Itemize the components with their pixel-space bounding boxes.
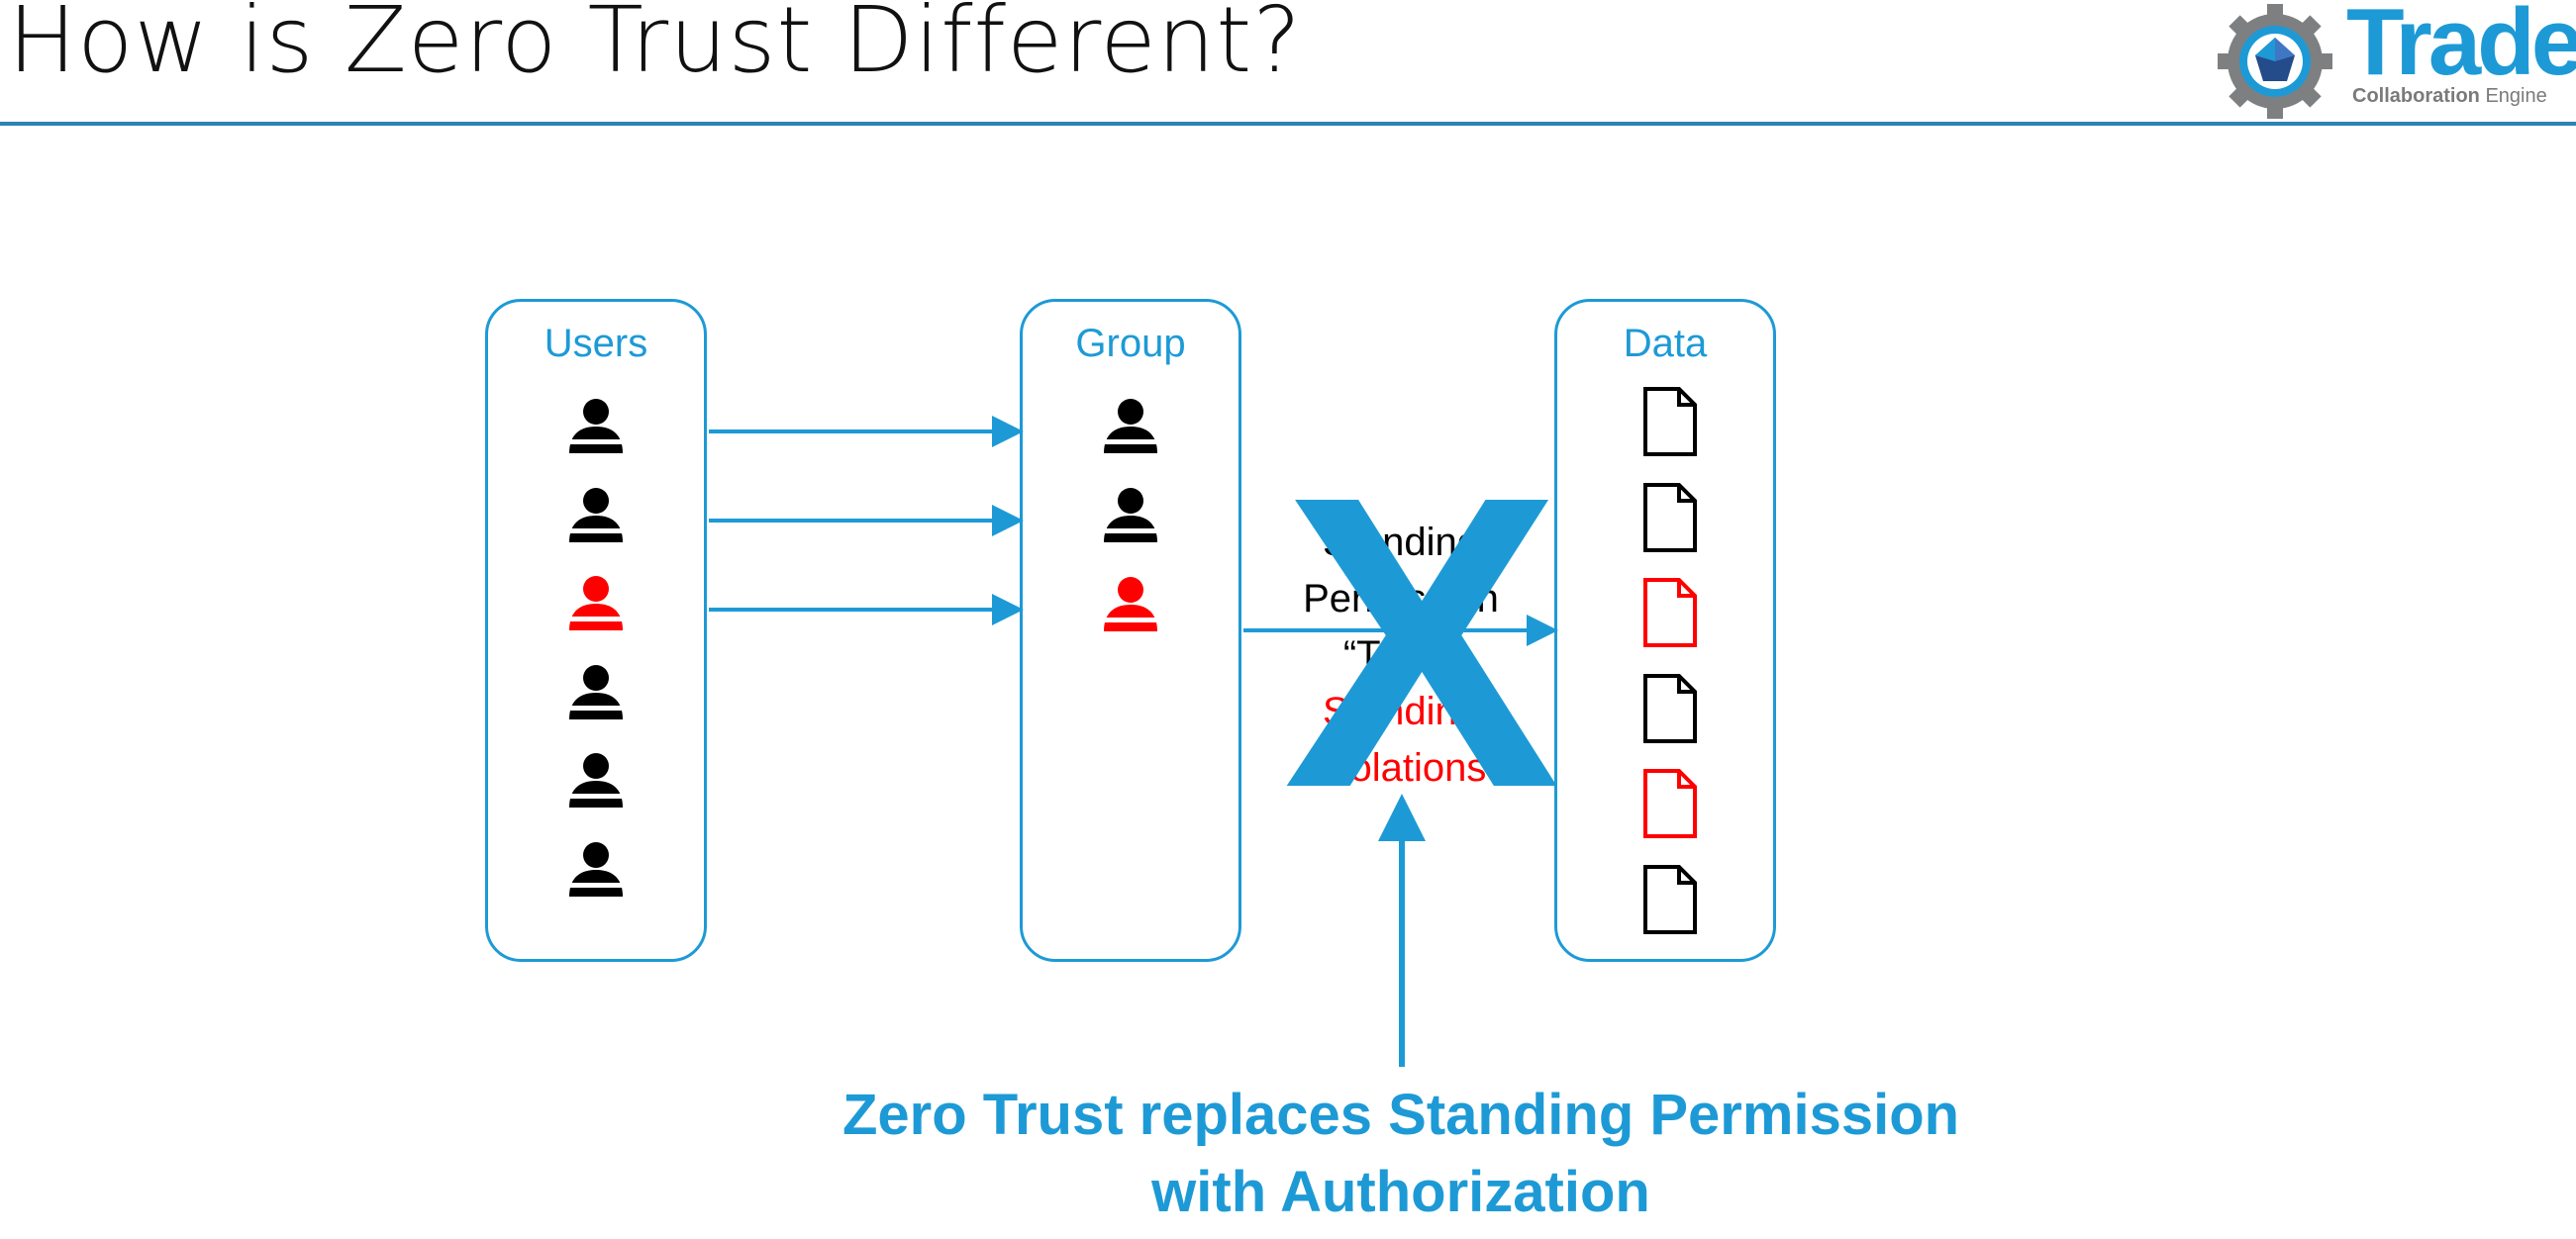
group-box: Group xyxy=(1020,299,1241,962)
document-icon-data-5 xyxy=(1641,768,1701,844)
caption-line-2: with Authorization xyxy=(1151,1160,1650,1224)
mid-line-2: Permission xyxy=(1303,577,1499,620)
mid-line-4: Standing xyxy=(1323,690,1479,733)
users-box: Users xyxy=(485,299,707,962)
brand-logo: Trade Collaboration Engine xyxy=(2216,0,2576,121)
cross-out-mark: X xyxy=(1283,411,1561,875)
document-icon-data-6 xyxy=(1641,864,1701,940)
person-icon-users-4 xyxy=(566,662,626,726)
page-title: How is Zero Trust Different? xyxy=(8,0,1303,93)
mid-line-5: Violations xyxy=(1315,746,1487,790)
standing-permission-text: Standing Permission “Trust” Standing Vio… xyxy=(1257,515,1544,797)
logo-tag-bold: Collaboration xyxy=(2352,85,2480,107)
person-icon-group-2 xyxy=(1101,485,1160,549)
caption-line-1: Zero Trust replaces Standing Permission xyxy=(842,1083,1960,1147)
document-icon-data-3 xyxy=(1641,577,1701,653)
logo-wordmark: Trade xyxy=(2346,0,2576,95)
users-label: Users xyxy=(544,322,648,365)
person-icon-users-3 xyxy=(566,573,626,637)
logo-tagline: Collaboration Engine xyxy=(2352,85,2547,108)
person-icon-users-1 xyxy=(566,396,626,460)
caption-text: Zero Trust replaces Standing Permission … xyxy=(792,1077,2010,1231)
group-label: Group xyxy=(1075,322,1186,365)
document-icon-data-1 xyxy=(1641,386,1701,462)
person-icon-group-1 xyxy=(1101,396,1160,460)
mid-line-3: “Trust” xyxy=(1342,633,1459,677)
person-icon-users-6 xyxy=(566,839,626,904)
person-icon-users-2 xyxy=(566,485,626,549)
mid-line-1: Standing xyxy=(1323,521,1479,564)
document-icon-data-2 xyxy=(1641,482,1701,558)
logo-tag-light: Engine xyxy=(2485,85,2547,107)
gear-logo-icon xyxy=(2218,4,2332,119)
data-box: Data xyxy=(1554,299,1776,962)
data-label: Data xyxy=(1623,322,1708,365)
title-underline xyxy=(0,122,2576,126)
document-icon-data-4 xyxy=(1641,673,1701,749)
person-icon-users-5 xyxy=(566,750,626,814)
person-icon-group-3 xyxy=(1101,574,1160,638)
